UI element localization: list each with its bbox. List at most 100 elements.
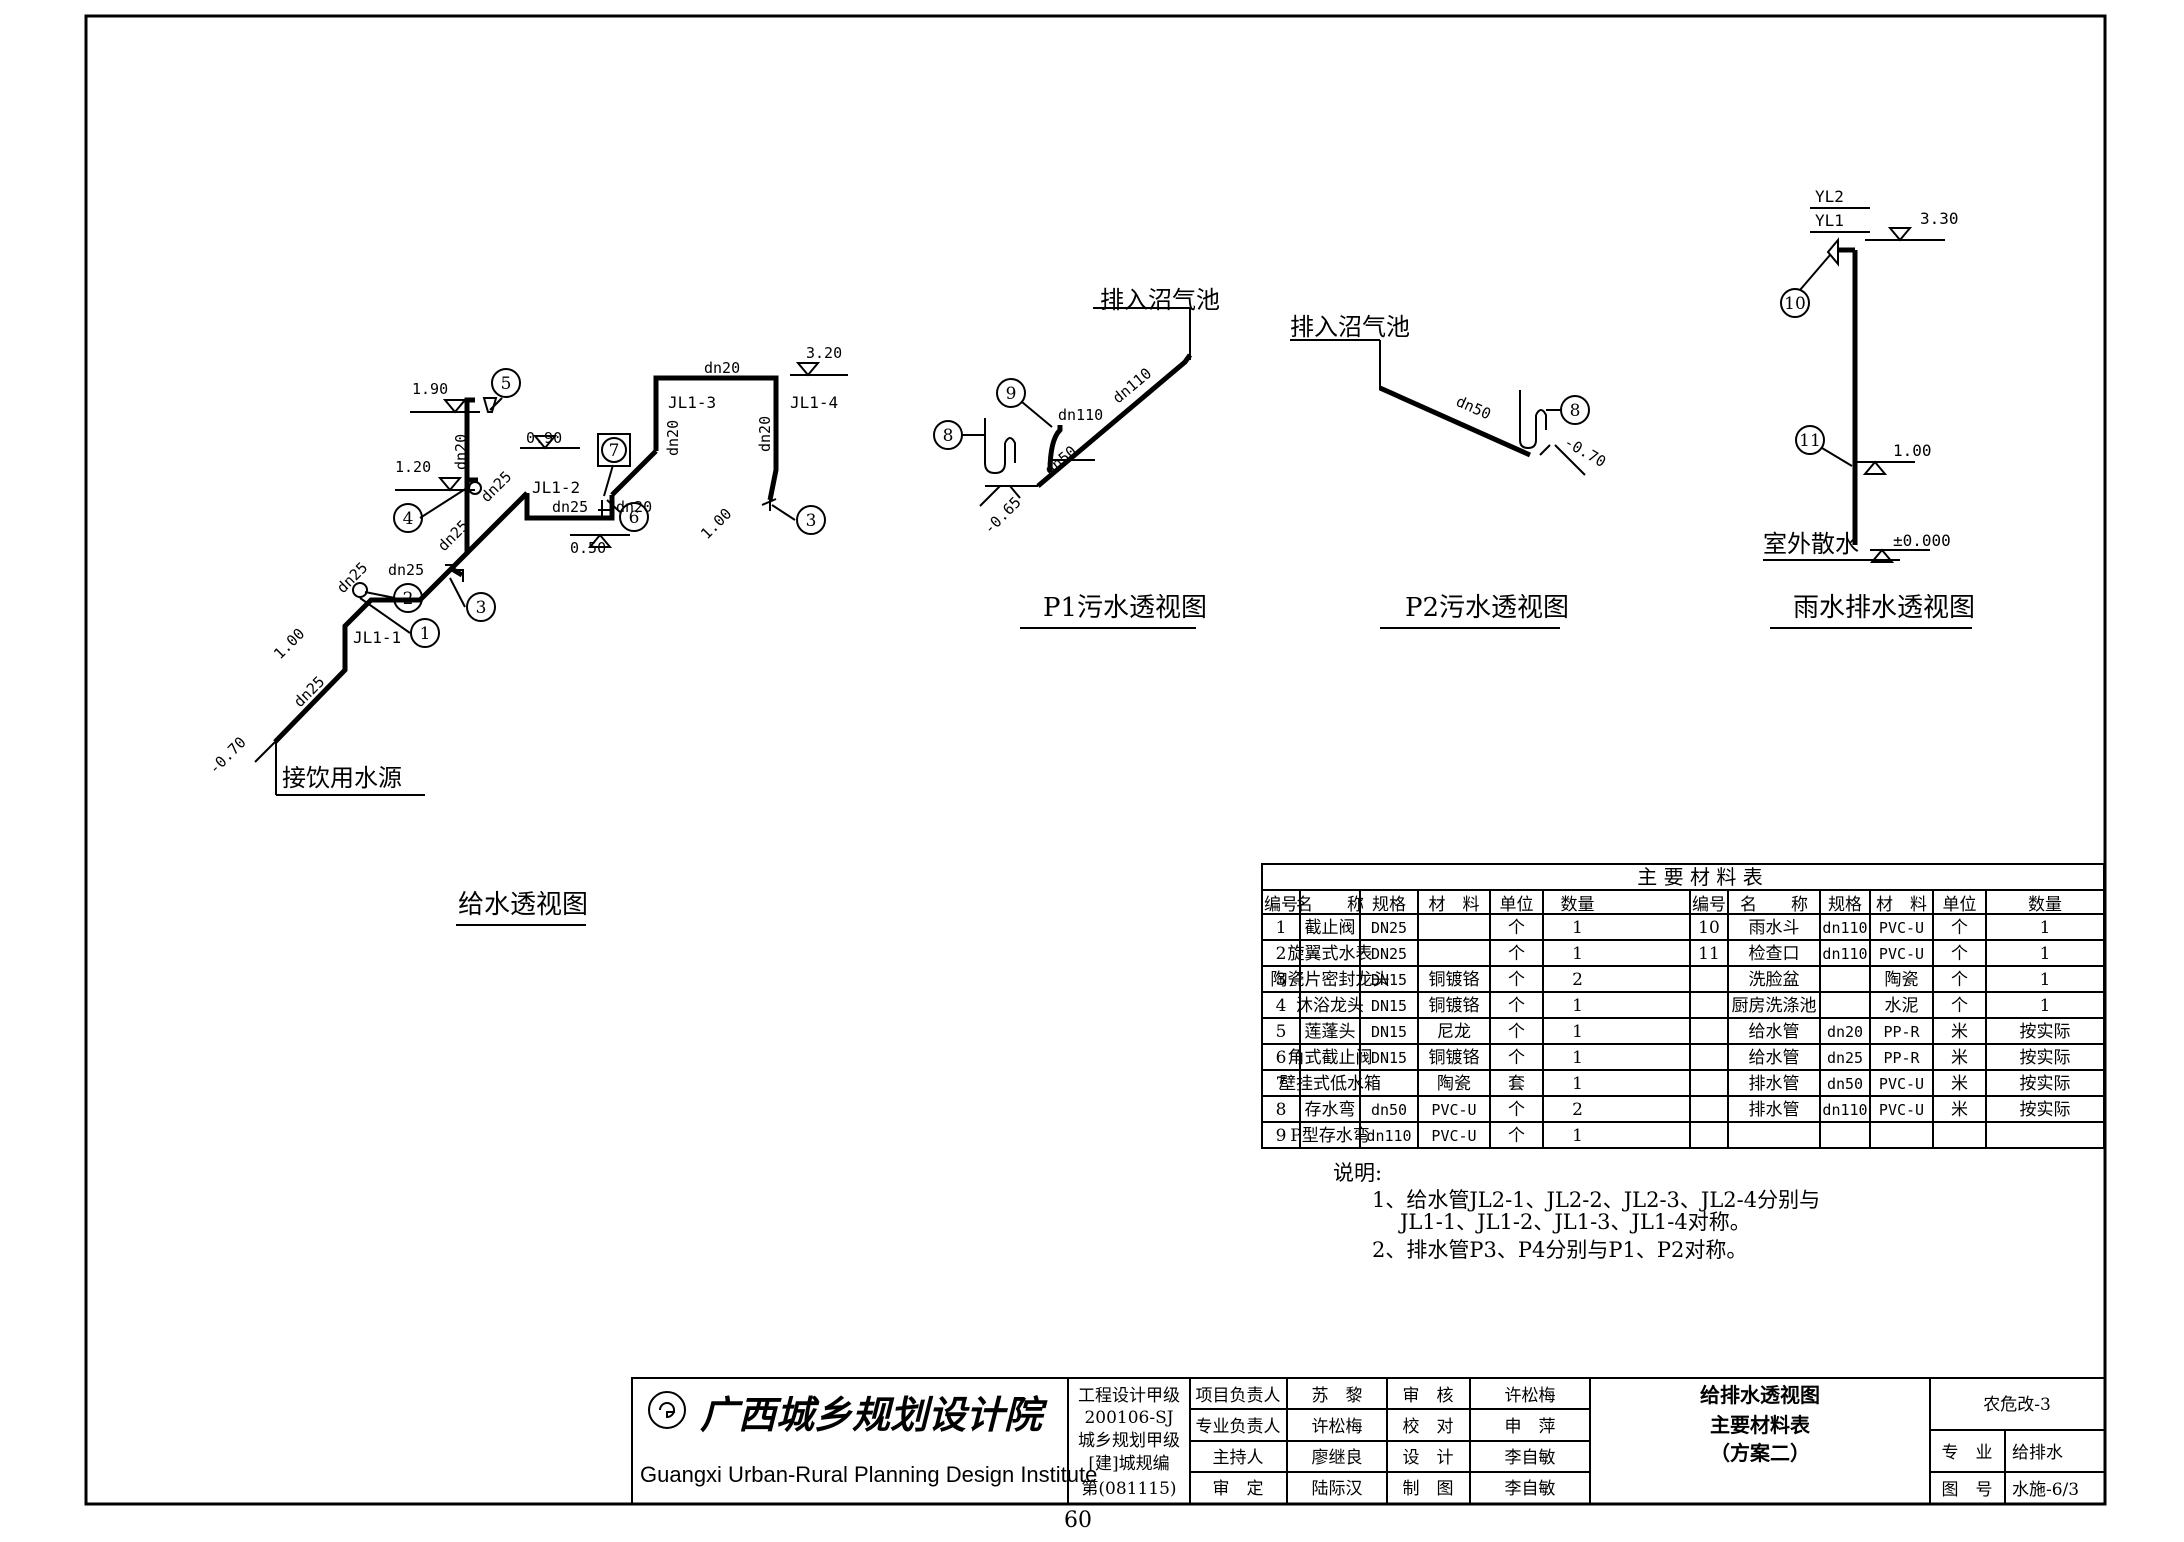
rain-yl1: YL1 (1815, 211, 1844, 230)
size-6: dn20 (452, 434, 470, 470)
table-cell: 个 (1508, 1022, 1525, 1042)
table-cell: 8 (1276, 1100, 1287, 1120)
table-title: 主 要 材 料 表 (1637, 865, 1762, 889)
table-cell: dn20 (1827, 1023, 1863, 1041)
p2-diagram: 8 dn50 -0.70 排入沼气池 P2污水透视图 (1290, 313, 1609, 629)
table-cell: 个 (1508, 1100, 1525, 1120)
rain-ground: 室外散水 (1763, 530, 1859, 558)
qual-5: 第(081115) (1081, 1479, 1176, 1499)
table-cell: 检查口 (1749, 944, 1800, 964)
p1-outlet: 排入沼气池 (1100, 286, 1220, 314)
discipline-value: 给排水 (2012, 1443, 2063, 1463)
size-11: dn25 (552, 498, 588, 516)
role-cell: 校 对 (1403, 1417, 1454, 1437)
table-cell: 2 (1276, 944, 1287, 964)
table-header-cell: 规格 (1828, 895, 1862, 915)
qual-3: 城乡规划甲级 (1078, 1431, 1180, 1451)
table-cell: PVC-U (1431, 1127, 1476, 1145)
table-cell: dn50 (1371, 1101, 1407, 1119)
table-cell: dn110 (1822, 919, 1867, 937)
table-cell: PVC-U (1879, 919, 1924, 937)
number-value: 水施-6/3 (2012, 1480, 2079, 1500)
table-cell: DN15 (1371, 1049, 1407, 1067)
table-cell: 铜镀铬 (1429, 1048, 1480, 1068)
role-cell: 审 定 (1213, 1479, 1264, 1499)
role-cell: 专业负责人 (1196, 1417, 1281, 1437)
table-cell: 个 (1508, 1126, 1525, 1146)
table-cell: 1 (2040, 970, 2051, 990)
table-cell: dn25 (1827, 1049, 1863, 1067)
table-cell: 1 (2040, 918, 2051, 938)
rain-elev-ground (1869, 548, 1930, 563)
role-cell: 陆际汉 (1312, 1479, 1363, 1499)
sheet-frame (84, 14, 2107, 1506)
table-cell: 1 (2040, 996, 2051, 1016)
table-cell: 套 (1508, 1074, 1525, 1094)
table-cell: 沐浴龙头 (1296, 996, 1364, 1016)
table-cell: 个 (1951, 970, 1968, 990)
table-cell: 1 (1572, 1074, 1583, 1094)
table-cell: 1 (1276, 918, 1287, 938)
table-cell: 水泥 (1885, 996, 1919, 1016)
rain-elev-3: ±0.000 (1893, 531, 1951, 550)
table-header-cell: 名 称 (1296, 895, 1364, 915)
table-cell: 按实际 (2020, 1074, 2071, 1094)
callout-7: 7 (609, 441, 620, 461)
size-7: dn20 (704, 359, 740, 377)
size-3: dn25 (388, 561, 424, 579)
elev-5: 0.90 (526, 429, 562, 447)
rain-callout-10: 10 (1784, 294, 1806, 314)
notes: 说明: 1、给水管JL2-1、JL2-2、JL2-3、JL2-4分别与 JL1-… (1333, 1161, 1820, 1262)
table-cell: DN15 (1371, 1023, 1407, 1041)
table-cell: 存水弯 (1305, 1100, 1356, 1120)
table-cell: 米 (1951, 1074, 1968, 1094)
table-cell: 个 (1508, 918, 1525, 938)
qual-2: 200106-SJ (1084, 1408, 1173, 1428)
rain-yl2: YL2 (1815, 187, 1844, 206)
table-header-cell: 名 称 (1740, 895, 1808, 915)
table-cell: 给水管 (1749, 1022, 1800, 1042)
faucet-icon (445, 564, 464, 582)
trap-p2-icon (1519, 390, 1547, 450)
table-cell: 4 (1276, 996, 1287, 1016)
institute-cn: 广西城乡规划设计院 (700, 1392, 1048, 1437)
table-cell: PVC-U (1879, 1075, 1924, 1093)
p1-callout-8: 8 (943, 426, 954, 446)
table-header-cell: 材 料 (1876, 895, 1927, 915)
table-cell: 给水管 (1749, 1048, 1800, 1068)
role-cell: 申 萍 (1505, 1417, 1556, 1437)
table-cell: 1 (1572, 918, 1583, 938)
callout-6: 6 (629, 508, 640, 528)
table-cell: 1 (1572, 944, 1583, 964)
table-cell: 个 (1508, 996, 1525, 1016)
institute-en: Guangxi Urban-Rural Planning Design Inst… (640, 1462, 1097, 1487)
pipe-jl1-4: JL1-4 (790, 393, 838, 412)
table-cell: 铜镀铬 (1429, 996, 1480, 1016)
callout-2: 2 (403, 589, 414, 609)
table-cell: 2 (1572, 1100, 1583, 1120)
role-cell: 制 图 (1403, 1479, 1454, 1499)
pipe-jl1-3: JL1-3 (668, 393, 716, 412)
table-cell: P型存水弯 (1290, 1126, 1369, 1146)
table-cell: DN15 (1371, 971, 1407, 989)
table-cell: 个 (1951, 996, 1968, 1016)
table-cell: 个 (1951, 918, 1968, 938)
notes-line-2: JL1-1、JL1-2、JL1-3、JL1-4对称。 (1398, 1210, 1751, 1234)
elev-8: 1.00 (697, 505, 735, 543)
notes-heading: 说明: (1333, 1161, 1382, 1185)
elev-7: 3.20 (806, 344, 842, 362)
table-cell: DN25 (1371, 945, 1407, 963)
rain-title: 雨水排水透视图 (1793, 593, 1975, 623)
notes-line-3: 2、排水管P3、P4分别与P1、P2对称。 (1372, 1238, 1747, 1262)
pipe-jl1-2: JL1-2 (532, 478, 580, 497)
role-cell: 审 核 (1403, 1386, 1454, 1406)
table-cell: 9 (1276, 1126, 1287, 1146)
rain-elev-top (1865, 227, 1945, 242)
project-code: 农危改-3 (1983, 1395, 2051, 1415)
elev-2: 1.00 (270, 625, 308, 663)
notes-line-1: 1、给水管JL2-1、JL2-2、JL2-3、JL2-4分别与 (1372, 1188, 1820, 1212)
p2-outlet: 排入沼气池 (1290, 313, 1410, 341)
elev-1: -0.70 (205, 733, 250, 778)
table-cell: 3 (1276, 970, 1287, 990)
